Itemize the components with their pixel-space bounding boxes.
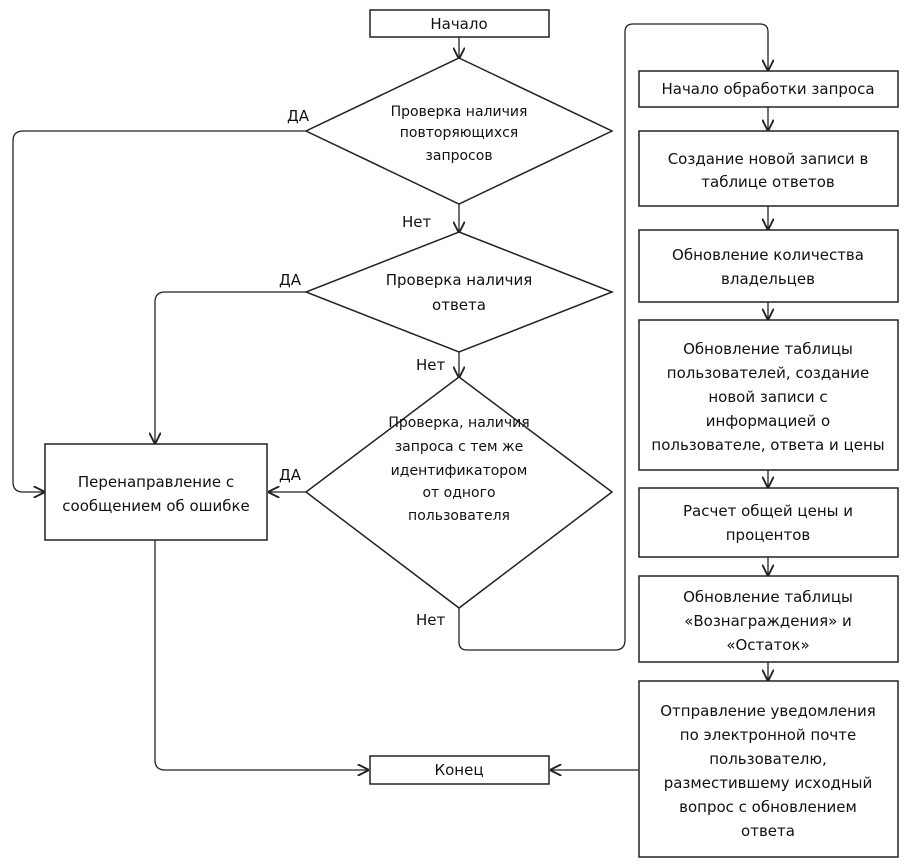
arrow-decision-1-yes	[12, 130, 306, 492]
step-7-line-5: вопрос с обновлением	[679, 798, 857, 816]
step-7-line-1: Отправление уведомления	[660, 702, 875, 720]
redirect-error-box: Перенаправление с сообщением об ошибке	[44, 443, 268, 541]
yes-label-decision-2: ДА	[279, 271, 302, 289]
decision-1-line-1: Проверка наличия	[391, 104, 528, 120]
process-step-2: Создание новой записи в таблице ответов	[638, 130, 899, 207]
step-7-line-2: по электронной почте	[680, 726, 856, 744]
step-7-line-3: пользователю,	[709, 750, 827, 768]
step-3-line-2: владельцев	[721, 270, 815, 288]
decision-same-id-request: Проверка, наличия запроса с тем же идент…	[304, 376, 614, 609]
step-6-line-3: «Остаток»	[726, 636, 809, 654]
decision-1-line-2: повторяющихся	[400, 125, 518, 141]
yes-label-decision-1: ДА	[287, 107, 310, 125]
start-label: Начало	[430, 15, 487, 33]
decision-3-line-3: идентификатором	[391, 463, 528, 479]
arrow-decision-2-yes	[155, 291, 306, 443]
end-terminal: Конец	[369, 755, 550, 785]
redirect-line-2: сообщением об ошибке	[62, 497, 249, 515]
step-4-line-5: пользователе, ответа и цены	[651, 436, 884, 454]
process-step-1: Начало обработки запроса	[638, 70, 899, 108]
step-4-line-2: пользователей, создание	[667, 364, 869, 382]
process-step-5: Расчет общей цены и процентов	[638, 487, 899, 558]
step-4-line-3: новой записи с	[708, 388, 827, 406]
step-5-line-2: процентов	[726, 526, 811, 544]
process-step-7: Отправление уведомления по электронной п…	[638, 680, 899, 858]
step-3-line-1: Обновление количества	[672, 246, 864, 264]
step-4-line-1: Обновление таблицы	[683, 340, 853, 358]
connectors	[12, 23, 768, 770]
decision-3-line-2: запроса с тем же	[395, 439, 524, 455]
step-6-line-2: «Вознаграждения» и	[684, 612, 852, 630]
decision-2-line-2: ответа	[432, 296, 486, 314]
step-7-line-6: ответа	[741, 822, 795, 840]
step-4-line-4: информацией о	[706, 412, 830, 430]
step-6-line-1: Обновление таблицы	[683, 588, 853, 606]
arrow-decision-3-no	[458, 23, 768, 651]
no-label-decision-1: Нет	[402, 213, 432, 231]
decision-duplicate-requests: Проверка наличия повторяющихся запросов	[304, 57, 614, 205]
decision-answer-exists: Проверка наличия ответа	[303, 231, 615, 353]
no-label-decision-3: Нет	[416, 611, 446, 629]
decision-1-line-3: запросов	[425, 148, 492, 164]
process-step-4: Обновление таблицы пользователей, создан…	[638, 319, 899, 471]
decision-3-line-5: пользователя	[408, 508, 510, 524]
end-label: Конец	[434, 761, 483, 779]
process-step-3: Обновление количества владельцев	[638, 229, 899, 303]
no-label-decision-2: Нет	[416, 356, 446, 374]
arrow-redirect-to-end	[154, 540, 368, 770]
start-terminal: Начало	[369, 9, 550, 38]
step-7-line-4: разместившему исходный	[664, 774, 873, 792]
process-step-6: Обновление таблицы «Вознаграждения» и «О…	[638, 575, 899, 663]
yes-label-decision-3: ДА	[279, 466, 302, 484]
step-2-line-1: Создание новой записи в	[668, 150, 869, 168]
decision-3-line-1: Проверка, наличия	[388, 415, 529, 431]
redirect-line-1: Перенаправление с	[78, 473, 234, 491]
step-1-line-1: Начало обработки запроса	[661, 80, 874, 98]
decision-2-line-1: Проверка наличия	[386, 271, 533, 289]
decision-3-line-4: от одного	[422, 485, 495, 501]
step-5-line-1: Расчет общей цены и	[683, 502, 853, 520]
step-2-line-2: таблице ответов	[701, 173, 834, 191]
